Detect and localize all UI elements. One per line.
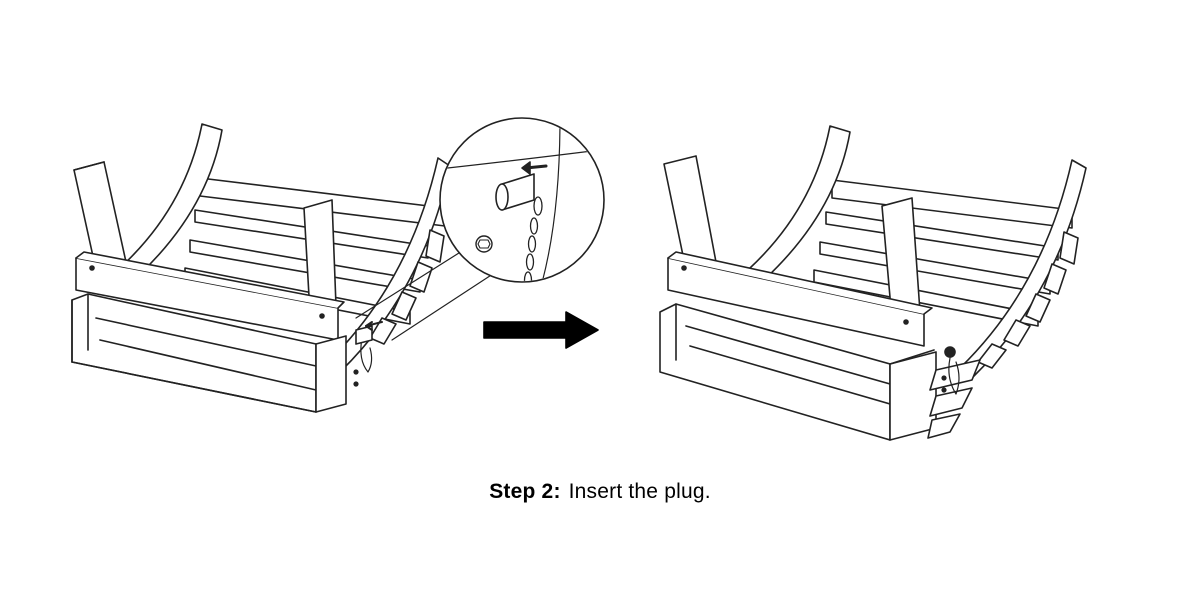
installed-plug [944, 346, 956, 358]
plug-chain [360, 337, 373, 373]
zoom-callout [439, 117, 605, 283]
step-caption: Step 2: Insert the plug. [0, 480, 1200, 504]
chair-before [71, 123, 503, 413]
chair-after [659, 125, 1087, 441]
right-arrow-icon [483, 311, 599, 349]
step-instruction: Insert the plug. [568, 480, 711, 503]
step-label: Step 2: [489, 480, 561, 503]
